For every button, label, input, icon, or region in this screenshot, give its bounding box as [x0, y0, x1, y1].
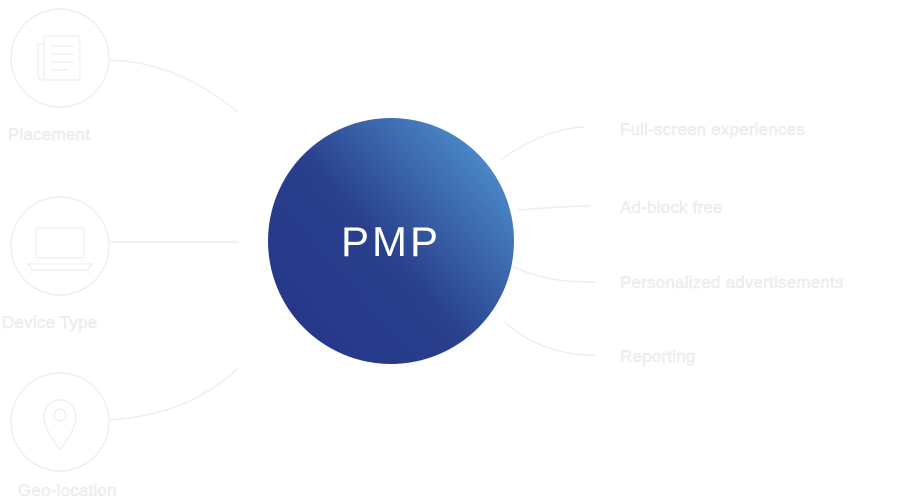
hub-circle	[268, 118, 514, 364]
right-items: Full-screen experiences Ad-block free Pe…	[620, 120, 844, 367]
geo-location-label: Geo-location	[18, 481, 117, 498]
connector-placement	[109, 59, 239, 113]
geo-location-node-circle	[10, 372, 110, 472]
device-type-node-circle	[10, 196, 110, 296]
connector-full-screen	[499, 126, 586, 161]
right-connectors	[499, 126, 596, 356]
device-type-label: Device Type	[2, 313, 97, 332]
connector-reporting	[504, 321, 596, 356]
left-connectors	[109, 59, 239, 421]
map-pin-icon	[43, 399, 77, 452]
newspaper-icon	[37, 35, 81, 81]
placement-label: Placement	[8, 125, 90, 144]
left-node-geo-location: Geo-location	[10, 372, 117, 498]
ad-block-label: Ad-block free	[620, 198, 723, 217]
hub-label: PMP	[341, 218, 441, 265]
connector-ad-block	[517, 205, 591, 211]
full-screen-label: Full-screen experiences	[620, 120, 805, 139]
personalized-label: Personalized advertisements	[620, 273, 844, 292]
connector-personalized	[509, 264, 596, 283]
connector-geo-location	[109, 367, 239, 421]
hub: PMP	[268, 118, 514, 364]
reporting-label: Reporting	[620, 347, 696, 366]
left-node-device-type: Device Type	[2, 196, 110, 332]
placement-node-circle	[10, 8, 110, 108]
left-node-placement: Placement	[8, 8, 110, 144]
laptop-icon	[26, 227, 94, 271]
